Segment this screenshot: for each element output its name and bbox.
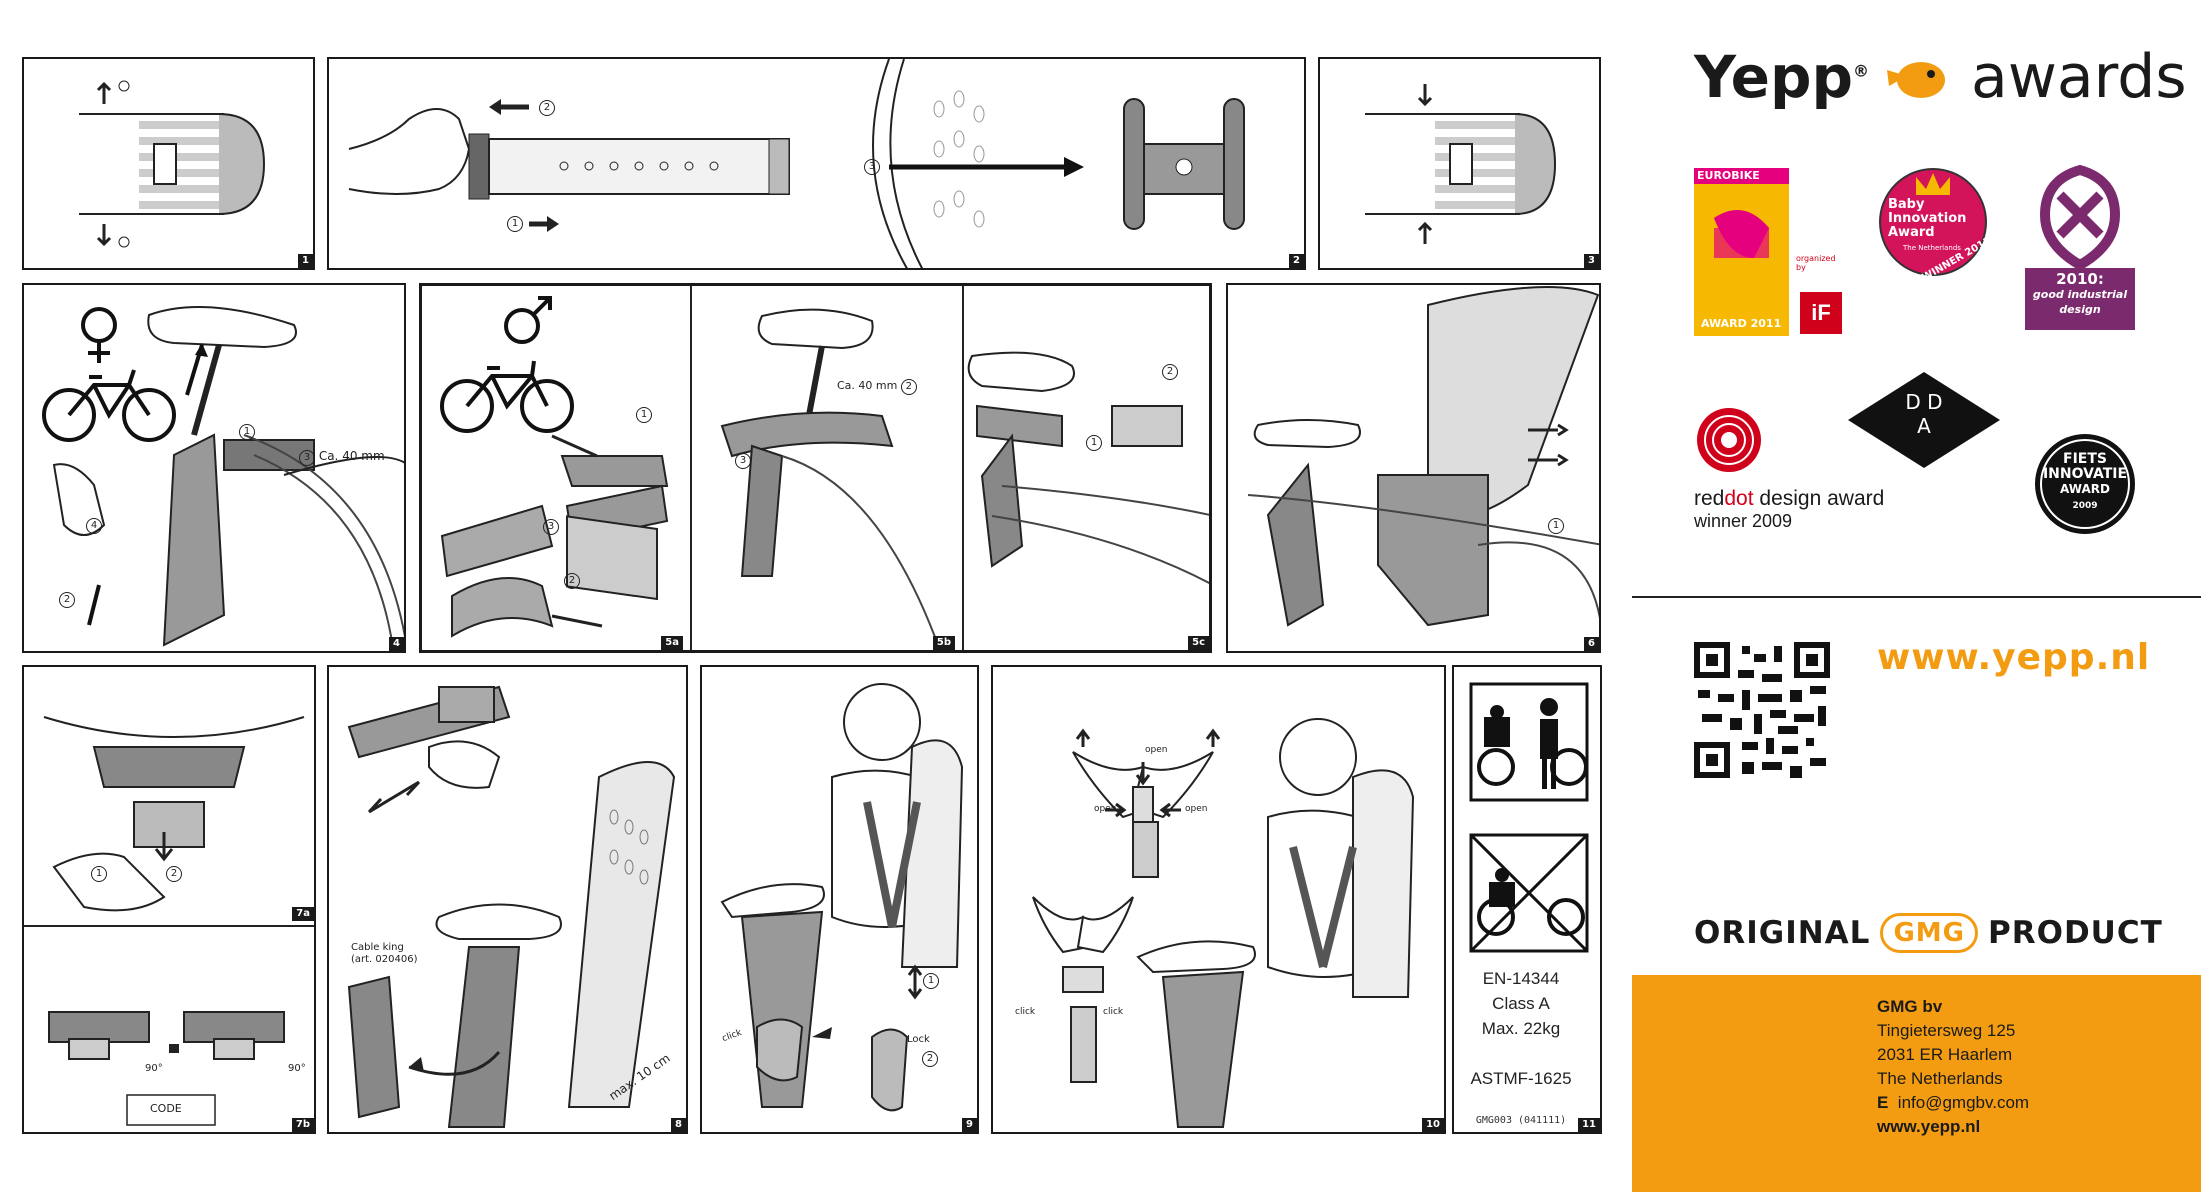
panel-number: 9: [962, 1118, 977, 1132]
step-1-label: 1: [91, 865, 107, 882]
male-bike-mount-illustration: [440, 296, 1209, 650]
step-2-label: 2: [539, 99, 555, 116]
step-2-label: 2: [1162, 363, 1178, 380]
panel-4: 1 3 Ca. 40 mm 4 2 4: [22, 283, 406, 653]
eurobike-label: EUROBIKE: [1697, 169, 1760, 182]
step-1-label: 1: [636, 406, 652, 423]
step-3-label: 3: [735, 452, 751, 469]
yepp-bird-icon: [1887, 62, 1946, 98]
standards-text: EN-14344 Class A Max. 22kg ASTMF-1625: [1470, 969, 1572, 1088]
tube-insert-illustration: [348, 59, 1245, 268]
panel-number: 5c: [1188, 636, 1209, 650]
website-url[interactable]: www.yepp.nl: [1877, 637, 2151, 678]
step-1-label: 1: [923, 972, 939, 989]
step-1-label: 1: [507, 215, 523, 232]
panel-1: 1: [22, 57, 315, 270]
open-label: open: [1145, 745, 1168, 755]
qr-code-icon: [1694, 642, 1830, 778]
panel-number: 1: [298, 254, 313, 268]
panel-9: 1 Lock 2 click 9: [700, 665, 979, 1134]
panel-number: 7a: [292, 907, 314, 921]
panel-2: 2 1 3 2: [327, 57, 1306, 270]
panel-number: 5a: [661, 636, 683, 650]
panel-number: 3: [1584, 254, 1599, 268]
brand-divider: [1632, 596, 2201, 598]
dda-logo: [1848, 372, 2000, 468]
reddot-award-text: reddot design award winner 2009: [1694, 487, 1885, 532]
panel-3: 3: [1318, 57, 1601, 270]
good-industrial-design-logo: [2025, 165, 2135, 330]
click-label: click: [1103, 1007, 1124, 1017]
step-2-label: 2: [922, 1050, 938, 1067]
click-label: click: [1015, 1007, 1036, 1017]
panel-6: 1 6: [1226, 283, 1601, 653]
award-2011-label: AWARD 2011: [1701, 317, 1782, 330]
step-3-label: 3: [864, 158, 880, 175]
gmg-logo: GMG: [1880, 913, 1978, 953]
reddot-logo: [1697, 408, 1761, 472]
measure-label: Ca. 40 mm 2: [837, 379, 917, 395]
usage-icons: [1469, 682, 1589, 953]
panel-5: 1 3 2 Ca. 40 mm 2 3 2 1 5a 5b 5c: [419, 283, 1212, 653]
tube-bolts-illustration-2: [1365, 84, 1557, 244]
lock-release-illustration: [43, 716, 305, 1126]
open-label: open: [1185, 804, 1208, 814]
web-link[interactable]: www.yepp.nl: [1877, 1117, 1981, 1136]
step-2-label: 2: [166, 865, 182, 882]
step-3-label: 3: [543, 518, 559, 535]
panel-10: open open open click click 10: [991, 665, 1446, 1134]
step-3-label: 3 Ca. 40 mm: [299, 449, 385, 466]
cable-king-label: Cable king(art. 020406): [351, 942, 418, 965]
panel-number: 2: [1289, 254, 1304, 268]
seat-clip-illustration: [347, 685, 676, 1128]
product-code: GMG003 (041111): [1475, 1115, 1567, 1126]
panel-number: 11: [1578, 1118, 1600, 1132]
panel-number: 4: [389, 637, 404, 651]
panel-8: Cable king(art. 020406) max. 10 cm 8: [327, 665, 688, 1134]
angle-label: 90°: [288, 1063, 306, 1074]
panel-number: 5b: [932, 636, 955, 650]
panel-7: 1 2 CODE 90° 90° 7a 7b: [22, 665, 316, 1134]
awards-text: awards: [1971, 42, 2187, 112]
code-label: CODE: [150, 1102, 182, 1115]
buckle-open-illustration: [1032, 718, 1415, 1128]
email-link[interactable]: info@gmgbv.com: [1897, 1093, 2030, 1112]
eurobike-award-logo: [1694, 168, 1789, 336]
measure-label: Ca. 40 mm: [318, 449, 385, 463]
panel-number: 8: [671, 1118, 686, 1132]
child-strap-illustration: [720, 683, 964, 1112]
seat-attach-illustration: [1247, 286, 1599, 627]
step-1-label: 1: [239, 423, 255, 440]
baby-innovation-award-logo: [1879, 168, 1987, 276]
angle-label: 90°: [145, 1063, 163, 1074]
open-label: open: [1094, 804, 1117, 814]
yepp-logo-text: Yepp®: [1694, 43, 1870, 111]
yepp-awards-header: Yepp® awards: [1694, 42, 2187, 112]
step-2-label: 2: [564, 572, 580, 589]
tube-bolts-illustration: [79, 80, 266, 248]
step-2-label: 2: [59, 591, 75, 608]
panel-11: 11: [1452, 665, 1602, 1134]
fiets-innovatie-award-logo: [2035, 434, 2135, 534]
panel-number: 6: [1584, 637, 1599, 651]
female-bike-mount-illustration: [42, 306, 404, 651]
gid-text: 2010: good industrial design: [2032, 270, 2128, 317]
original-gmg-product: ORIGINAL GMG PRODUCT: [1694, 913, 2163, 953]
company-address: GMG bv Tingietersweg 125 2031 ER Haarlem…: [1877, 997, 2030, 1136]
address-block-background: [1632, 975, 2201, 1192]
step-4-label: 4: [86, 517, 102, 534]
step-1-label: 1: [1548, 517, 1564, 534]
fiets-text: FIETS INNOVATIE AWARD 2009: [2042, 451, 2128, 512]
lock-label: Lock: [907, 1034, 930, 1045]
baby-award-country: The Netherlands: [1903, 244, 1961, 252]
if-logo: iF: [1800, 292, 1842, 334]
step-1-label: 1: [1086, 434, 1102, 451]
panel-number: 7b: [291, 1118, 314, 1132]
panel-number: 10: [1422, 1118, 1444, 1132]
